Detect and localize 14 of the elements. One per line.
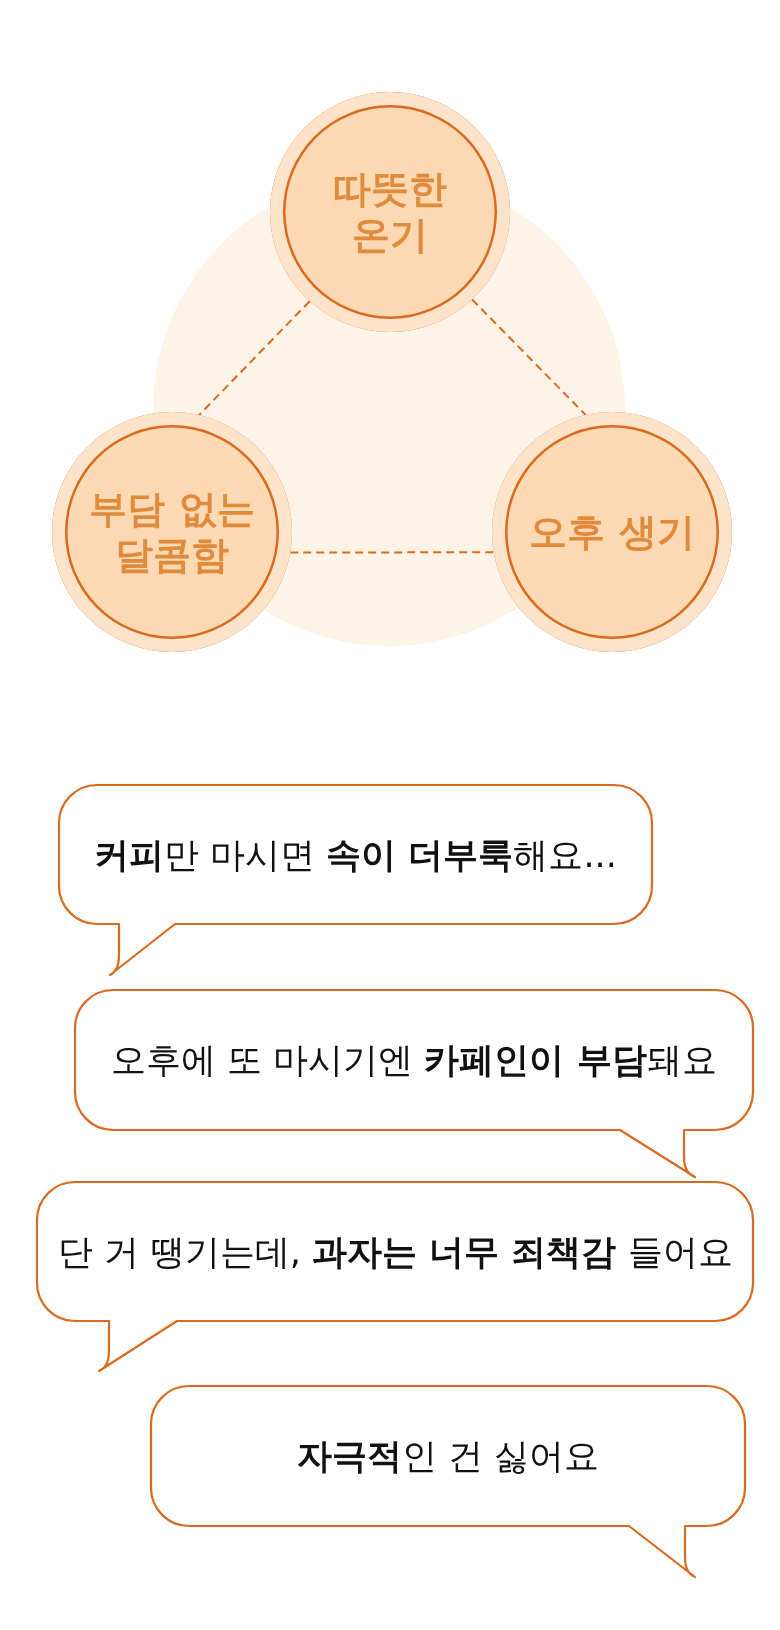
dashed-line (198, 300, 311, 417)
dashed-line (471, 298, 587, 416)
bubble-text: 오후에 또 마시기엔 카페인이 부담돼요 (111, 1039, 717, 1081)
dashed-line (289, 551, 495, 554)
speech-bubble (56, 782, 655, 978)
bubble-text: 자극적인 건 싫어요 (297, 1435, 600, 1477)
circle-label: 오후 생기 (528, 508, 696, 556)
bubble-text: 단 거 땡기는데, 과자는 너무 죄책감 들어요 (57, 1230, 733, 1273)
speech-bubble (34, 1179, 756, 1374)
circle-label: 따뜻한 온기 (332, 165, 448, 259)
speech-bubble (72, 987, 756, 1180)
speech-bubble (148, 1383, 748, 1580)
bubble-text: 커피만 마시면 속이 더부룩해요... (94, 833, 617, 876)
circle-label: 부담 없는 달콤함 (88, 485, 256, 579)
